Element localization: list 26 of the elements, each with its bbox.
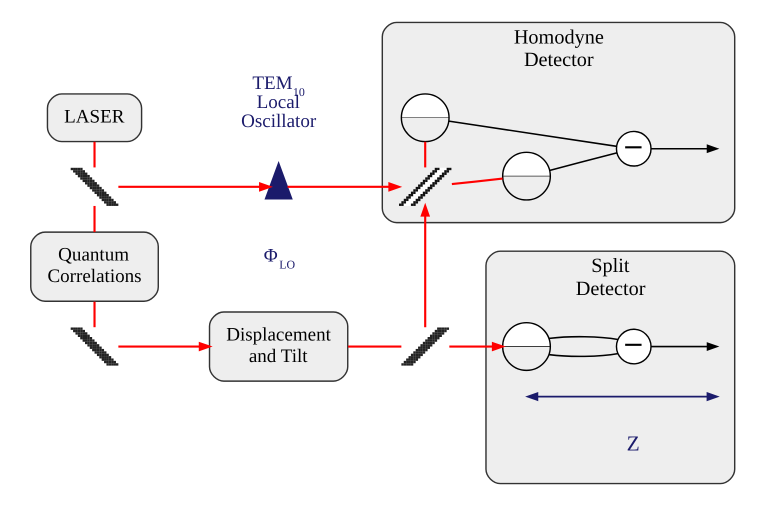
arrow	[420, 202, 430, 328]
node-box: Quantum Correlations	[30, 231, 158, 302]
connector	[548, 336, 618, 340]
arrow	[650, 144, 719, 154]
arrow	[118, 342, 212, 352]
node-circle: −	[615, 328, 652, 365]
node-box: LASER	[46, 93, 142, 142]
node-triangle	[264, 160, 292, 200]
connector	[424, 142, 426, 168]
label: Z	[626, 432, 640, 456]
arrow	[287, 182, 402, 192]
connector	[348, 345, 401, 348]
connector	[448, 120, 616, 148]
connector	[451, 178, 502, 186]
connector	[92, 142, 96, 168]
arrow	[448, 342, 506, 352]
connector	[92, 302, 96, 328]
arrow	[118, 182, 272, 192]
node-label: Φ$_{LO}$	[263, 246, 295, 272]
node-circle: −	[615, 130, 652, 167]
connector	[549, 152, 617, 172]
arrow	[650, 342, 719, 351]
node-label: TEM$_{10}$ Local Oscillator	[240, 72, 316, 132]
connector	[548, 352, 618, 358]
node-box: Displacement and Tilt	[208, 311, 348, 382]
connector	[92, 206, 96, 232]
